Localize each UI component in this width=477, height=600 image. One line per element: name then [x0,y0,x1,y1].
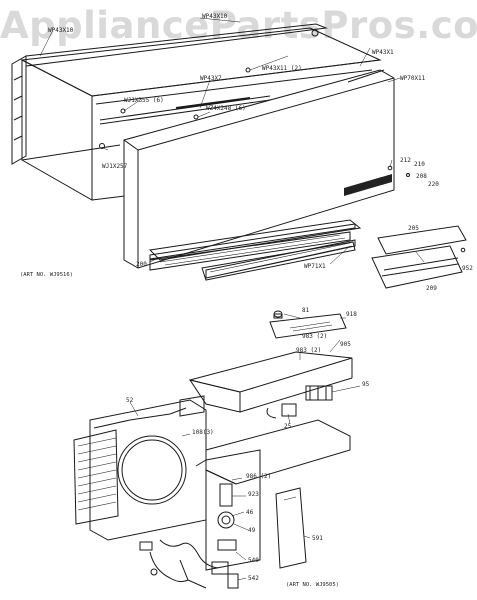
label-49: 49 [248,527,256,534]
control-plate [269,310,347,339]
label-952: 952 [462,265,473,272]
label-95: 95 [362,381,370,388]
front-cover [123,69,410,269]
label-208: 208 [416,173,427,180]
label-540: 540 [248,557,259,564]
label-986: 986 (2) [246,473,271,480]
label-wp70x11: WP70X11 [400,75,426,82]
label-983b: 983 (2) [296,347,321,354]
label-wp43x10: WP43X10 [202,13,228,20]
label-212: 212 [400,157,411,164]
label-wp43x11: WP43X11 (2) [262,65,302,72]
label-209: 209 [426,285,437,292]
label-923: 923 [248,491,259,498]
access-panel [275,487,307,569]
wall-sleeve-box [11,23,382,201]
part-labels: WP43X10 WP43X10 WP43X11 (2) WP43X1 WP70X… [20,13,473,588]
label-wp71x1: WP71X1 [304,263,326,270]
label-220: 220 [428,181,439,188]
label-200-left: 200 [136,261,147,268]
label-81: 81 [302,307,310,314]
label-wj1x355: WJ1X355 (6) [124,97,164,104]
side-panels [371,225,467,289]
label-205: 205 [408,225,419,232]
fan-housing [73,395,207,541]
leader-lines [39,17,425,581]
label-wp43x7: WP43X7 [200,75,222,82]
label-591: 591 [312,535,323,542]
label-542: 542 [248,575,259,582]
control-shelf [188,351,353,419]
label-wp43x10-left: WP43X10 [48,27,74,34]
bottom-grilles [148,219,362,281]
label-wz4x248: WZ4X248 (6) [206,105,246,112]
label-918: 918 [346,311,357,318]
label-wj1x257: WJ1X257 [102,163,128,170]
label-52: 52 [126,397,134,404]
base-pan [195,419,351,571]
label-art-bottom: (ART NO. WJ9505) [286,582,339,588]
label-905: 905 [340,341,351,348]
label-46: 46 [246,509,254,516]
label-25: 25 [284,423,292,430]
wiring-harness [139,539,239,589]
label-108: 108(3) [192,429,214,436]
label-wp43x1: WP43X1 [372,49,394,56]
label-983: 983 (2) [302,333,327,340]
label-210: 210 [414,161,425,168]
label-art-top: (ART NO. WJ9516) [20,272,73,278]
